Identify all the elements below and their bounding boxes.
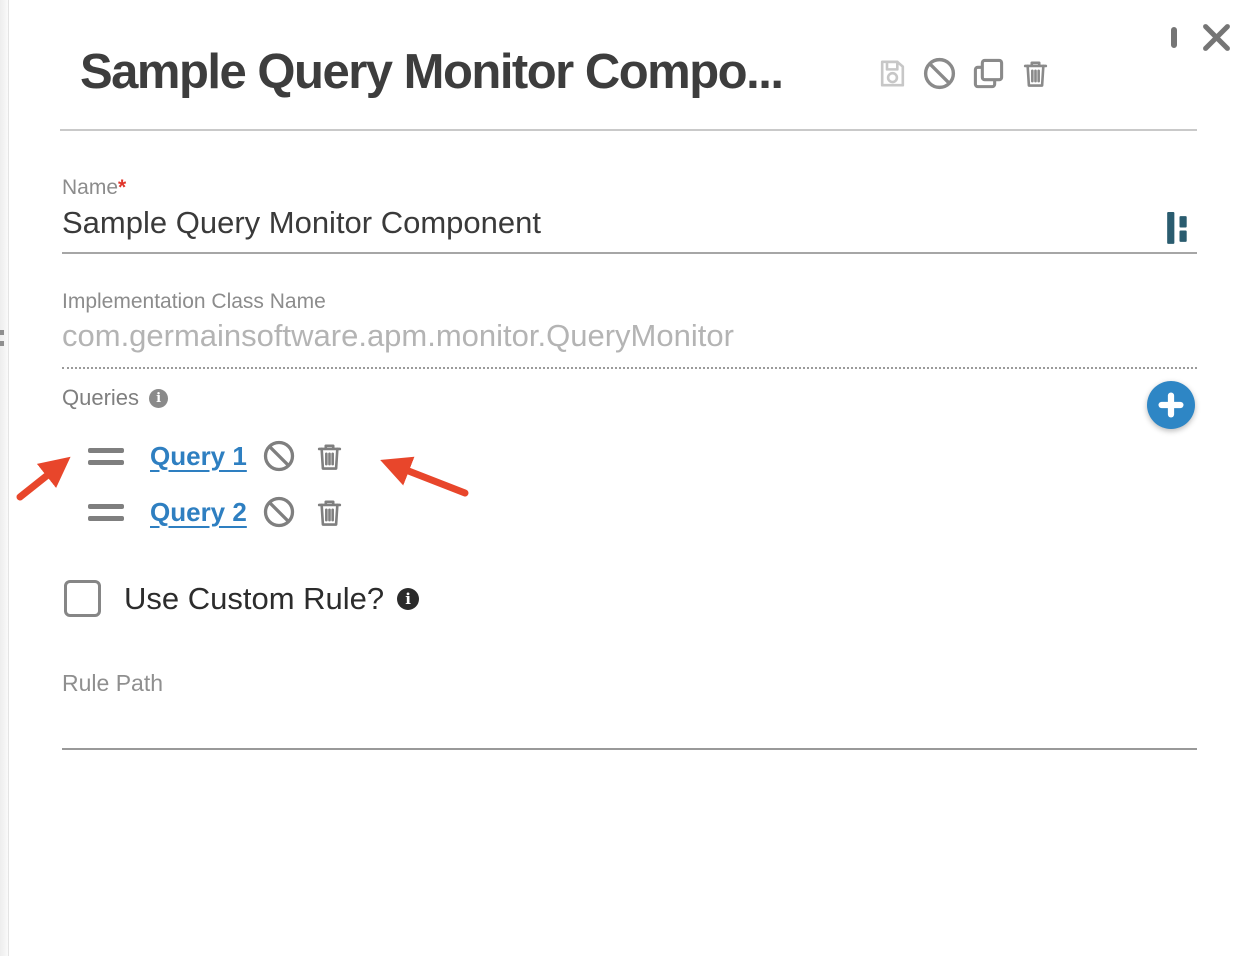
add-query-button[interactable] <box>1147 381 1195 429</box>
ban-icon <box>923 57 956 90</box>
save-button[interactable] <box>876 57 909 90</box>
drag-handle-icon[interactable] <box>88 447 124 465</box>
panel-left-edge <box>0 0 9 956</box>
rule-path-input[interactable] <box>62 700 1197 750</box>
delete-query-button[interactable] <box>313 496 346 529</box>
ban-icon <box>263 440 294 472</box>
drag-handle-icon[interactable] <box>88 503 124 521</box>
background-artifact <box>0 330 4 335</box>
copy-icon <box>973 58 1004 89</box>
trash-icon <box>317 443 341 470</box>
plus-icon <box>1158 392 1184 418</box>
header-divider <box>60 129 1197 131</box>
page-title: Sample Query Monitor Compo... <box>80 45 784 99</box>
red-arrow-pointing-to-trash-icon <box>380 456 469 497</box>
restore-window-button[interactable] <box>1155 21 1192 54</box>
delete-query-button[interactable] <box>313 440 346 473</box>
use-custom-rule-checkbox[interactable] <box>64 580 101 617</box>
query-list-item: Query 2 <box>88 492 346 532</box>
header-action-toolbar <box>876 55 1052 92</box>
implementation-class-value: com.germainsoftware.apm.monitor.QueryMon… <box>62 318 1197 369</box>
disable-button[interactable] <box>921 55 958 92</box>
disable-query-button[interactable] <box>261 438 297 474</box>
background-artifact <box>0 341 4 346</box>
delete-button[interactable] <box>1019 57 1052 90</box>
close-button[interactable] <box>1199 20 1234 55</box>
rule-path-label: Rule Path <box>62 670 164 696</box>
use-custom-rule-label[interactable]: Use Custom Rule? <box>124 580 385 616</box>
trash-icon <box>317 499 341 526</box>
red-arrow-pointing-to-drag-handle <box>16 456 71 501</box>
germain-bars-icon[interactable] <box>1166 210 1193 252</box>
save-icon <box>880 60 905 87</box>
implementation-class-label: Implementation Class Name <box>62 290 326 313</box>
query-1-link[interactable]: Query 1 <box>150 440 247 471</box>
restore-window-icon <box>1170 27 1177 48</box>
query-list-item: Query 1 <box>88 436 346 476</box>
info-icon[interactable]: i <box>397 587 420 610</box>
name-field-label: Name* <box>62 176 127 199</box>
close-icon <box>1203 24 1230 51</box>
query-2-link[interactable]: Query 2 <box>150 496 247 527</box>
custom-rule-row: Use Custom Rule? i <box>64 580 420 617</box>
copy-button[interactable] <box>970 55 1007 92</box>
required-asterisk: * <box>118 176 127 199</box>
disable-query-button[interactable] <box>261 494 297 530</box>
name-input[interactable] <box>62 202 1197 254</box>
queries-section-label: Queries i <box>62 385 169 411</box>
trash-icon <box>1023 61 1048 87</box>
info-icon[interactable]: i <box>149 388 169 408</box>
ban-icon <box>263 496 294 528</box>
